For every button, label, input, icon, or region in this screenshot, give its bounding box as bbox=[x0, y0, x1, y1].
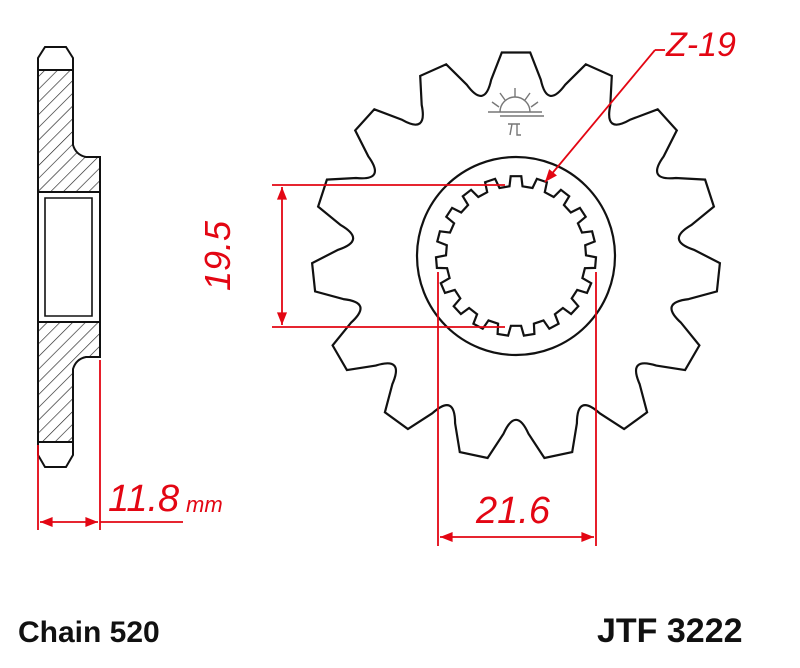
tooth-count-label: Z-19 bbox=[666, 26, 736, 64]
profile-lower-section bbox=[37, 321, 101, 443]
side-profile bbox=[37, 46, 101, 468]
thickness-label: 11.8 bbox=[108, 478, 180, 520]
sprocket-teeth-outline bbox=[310, 51, 722, 460]
part-number-label: JTF 3222 bbox=[597, 612, 743, 650]
jt-sun-logo bbox=[488, 88, 544, 136]
thickness-unit-label: mm bbox=[186, 492, 223, 517]
profile-bore bbox=[37, 191, 101, 323]
hub-circle bbox=[415, 155, 617, 357]
profile-bottom-tip bbox=[37, 441, 74, 468]
profile-bore-inner bbox=[44, 197, 93, 317]
profile-top-tip bbox=[37, 46, 74, 71]
chain-label: Chain 520 bbox=[18, 616, 160, 649]
bore-width-label: 21.6 bbox=[476, 490, 550, 532]
profile-upper-section bbox=[37, 69, 101, 193]
spline-bore-outline bbox=[434, 175, 598, 337]
bore-height-label: 19.5 bbox=[197, 220, 238, 292]
dimension-lines bbox=[37, 49, 665, 546]
